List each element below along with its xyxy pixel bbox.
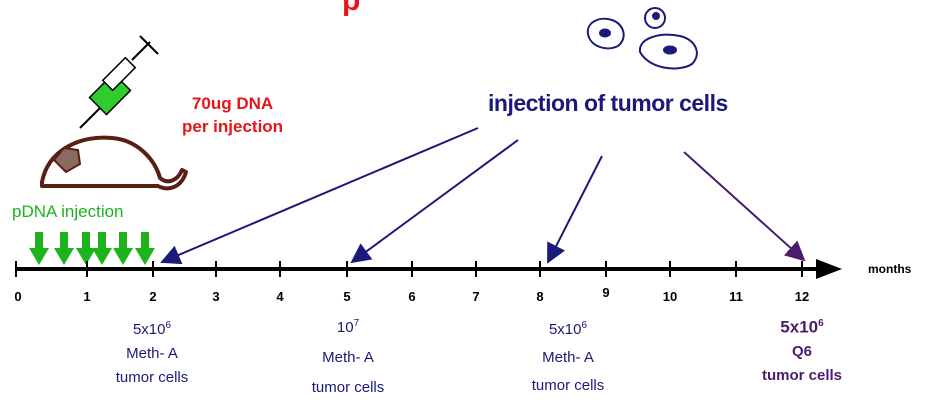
tick-label: 9 <box>602 285 610 300</box>
dna-dose-line2: per injection <box>182 117 284 136</box>
tick-label: 4 <box>276 289 284 304</box>
pdna-injection-label: pDNA injection <box>12 202 124 221</box>
tick-label: 11 <box>729 289 743 304</box>
group-3-line2: Meth- A <box>542 349 594 366</box>
tick-label: 10 <box>662 289 678 304</box>
syringe-icon <box>79 35 159 129</box>
tick-label: 2 <box>149 289 157 304</box>
group-3-line3: tumor cells <box>531 377 605 394</box>
tick-label: 5 <box>343 289 351 304</box>
dose-base: 10 <box>336 319 354 336</box>
group-1-label: 5x106 Meth- A tumor cells <box>116 314 189 390</box>
dose-base: 5x10 <box>780 317 819 337</box>
dose-exponent: 6 <box>165 320 172 331</box>
header-partial: p <box>342 0 361 17</box>
group-1-line3: tumor cells <box>115 369 189 386</box>
dose-base: 5x10 <box>548 321 582 338</box>
dose-exponent: 6 <box>581 320 588 331</box>
group-4-label: 5x106 Q6 tumor cells <box>762 312 842 388</box>
tick-label: 6 <box>408 289 416 304</box>
dose-base: 5x10 <box>132 321 166 338</box>
group-2-dose: 107 <box>312 312 385 340</box>
dose-exponent: 7 <box>353 318 360 329</box>
group-2-line3: tumor cells <box>311 379 385 396</box>
mouse-icon <box>40 135 188 191</box>
tick-label: 0 <box>14 289 22 304</box>
group-4-line2: Q6 <box>791 342 812 360</box>
group-3-dose: 5x106 <box>532 314 605 342</box>
group-1-line2: Meth- A <box>126 345 178 362</box>
tick-label: 7 <box>472 289 480 304</box>
dna-dose-label: 70ug DNA per injection <box>182 92 283 138</box>
group-1-dose: 5x106 <box>116 314 189 342</box>
tumor-injection-arrows <box>160 127 806 265</box>
tumor-injection-label: injection of tumor cells <box>488 90 728 116</box>
group-4-dose: 5x106 <box>762 312 842 340</box>
pdna-injection-arrows <box>29 232 155 265</box>
group-2-label: 107 Meth- A tumor cells <box>312 312 385 400</box>
tick-label: 12 <box>794 289 810 304</box>
axis-unit-label: months <box>868 262 912 276</box>
dose-exponent: 6 <box>818 318 824 329</box>
tick-label: 8 <box>536 289 544 304</box>
timeline-axis <box>15 259 842 279</box>
tick-label: 3 <box>212 289 220 304</box>
tick-label: 1 <box>83 289 91 304</box>
group-4-line3: tumor cells <box>761 366 843 384</box>
group-3-label: 5x106 Meth- A tumor cells <box>532 314 605 398</box>
tumor-cells-icon <box>586 7 698 70</box>
group-2-line2: Meth- A <box>322 349 374 366</box>
dna-dose-line1: 70ug DNA <box>191 94 274 113</box>
